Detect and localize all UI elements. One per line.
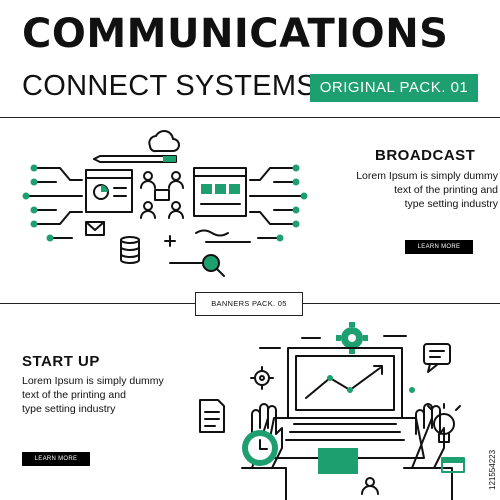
left-circuit-lines bbox=[22, 164, 83, 242]
database-icon bbox=[120, 236, 140, 264]
broadcast-heading: BROADCAST bbox=[375, 147, 476, 164]
lightbulb-icon bbox=[427, 403, 461, 443]
broadcast-body-line: Lorem Ipsum is simply dummy bbox=[356, 170, 498, 182]
org-chart-icon bbox=[140, 171, 184, 219]
envelope-icon bbox=[85, 221, 105, 236]
wave-lines bbox=[195, 229, 251, 243]
gear-icon bbox=[250, 366, 274, 390]
keyboard-keys bbox=[285, 423, 405, 441]
stock-id: 121554223 bbox=[488, 449, 497, 490]
startup-body-line: type setting industry bbox=[22, 403, 116, 415]
banners-pack-label: BANNERS PACK. 05 bbox=[195, 292, 303, 316]
broadcast-illustration bbox=[22, 130, 308, 277]
startup-learn-more-button[interactable]: LEARN MORE bbox=[22, 452, 90, 466]
startup-heading: START UP bbox=[22, 353, 100, 370]
pack-badge: ORIGINAL PACK. 01 bbox=[310, 74, 478, 102]
startup-body-line: Lorem Ipsum is simply dummy bbox=[22, 375, 164, 387]
right-circuit-lines bbox=[249, 164, 308, 242]
presentation-icon bbox=[85, 169, 133, 213]
page-title: COMMUNICATIONS bbox=[22, 11, 449, 57]
broadcast-learn-more-button[interactable]: LEARN MORE bbox=[405, 240, 473, 254]
gear-icon bbox=[336, 322, 368, 354]
decorative-dashes bbox=[259, 335, 415, 393]
card-icon bbox=[441, 457, 465, 473]
line-chart-icon bbox=[305, 365, 383, 399]
browser-window-icon bbox=[193, 167, 247, 217]
startup-body: Lorem Ipsum is simply dummy text of the … bbox=[22, 374, 222, 416]
user-icon bbox=[361, 477, 379, 495]
broadcast-body: Lorem Ipsum is simply dummy text of the … bbox=[328, 169, 498, 211]
broadcast-body-line: type setting industry bbox=[404, 198, 498, 210]
broadcast-body-line: text of the printing and bbox=[394, 184, 498, 196]
speech-bubble-icon bbox=[423, 343, 451, 373]
hand-icon bbox=[241, 403, 287, 500]
cloud-icon bbox=[148, 130, 180, 153]
startup-body-line: text of the printing and bbox=[22, 389, 126, 401]
page-subtitle: CONNECT SYSTEMS bbox=[22, 70, 317, 102]
startup-illustration bbox=[199, 322, 465, 500]
sparkle-icon bbox=[164, 235, 176, 247]
pencil-icon bbox=[93, 155, 177, 163]
clock-icon bbox=[242, 430, 278, 466]
hand-icon bbox=[403, 403, 453, 500]
laptop-icon bbox=[265, 347, 425, 474]
document-icon bbox=[199, 399, 225, 433]
magnifier-icon bbox=[169, 254, 225, 277]
top-divider bbox=[0, 117, 500, 118]
